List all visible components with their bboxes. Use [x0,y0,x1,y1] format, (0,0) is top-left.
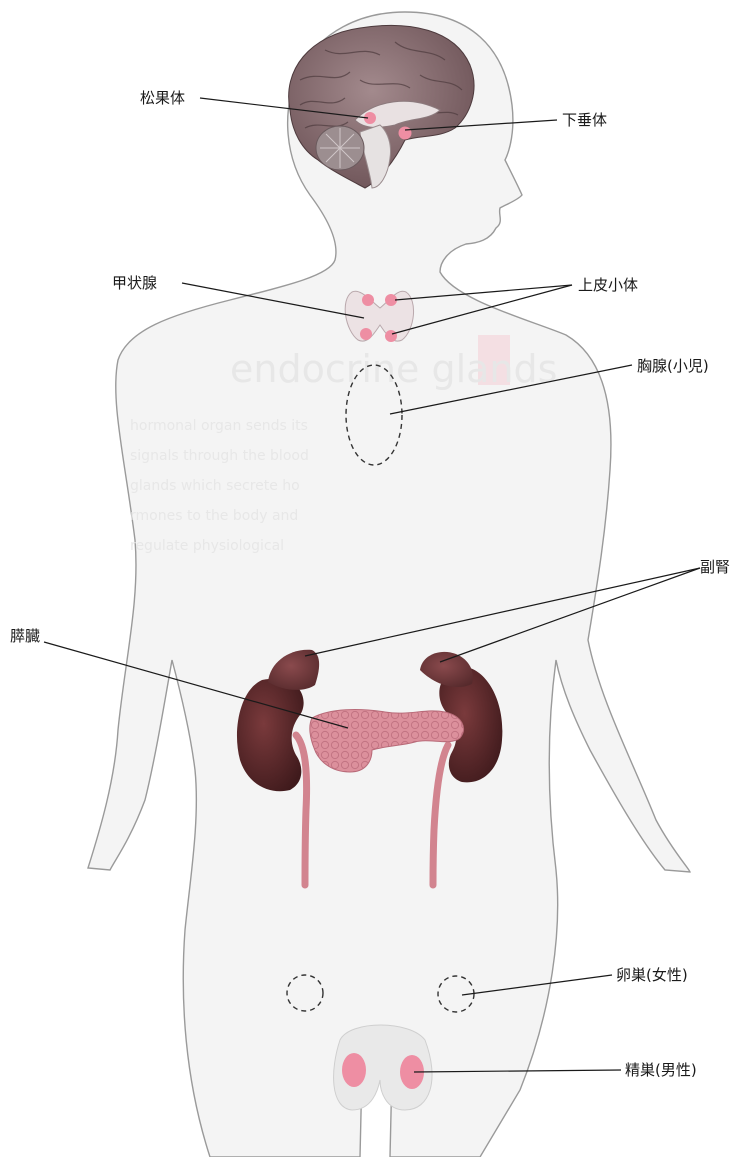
parathyroid-3 [360,328,372,340]
label-testis: 精巣(男性) [625,1061,697,1079]
label-pancreas: 膵臓 [10,627,40,645]
label-thymus: 胸腺(小児) [637,357,709,375]
label-pineal: 松果体 [140,89,185,107]
bg-line-5: regulate physiological [130,538,284,554]
bg-line-2: signals through the blood [130,448,309,464]
label-ovary: 卵巣(女性) [616,966,688,984]
parathyroid-4 [385,330,397,342]
bg-line-1: hormonal organ sends its [130,418,308,434]
bg-line-4: rmones to the body and [130,508,298,524]
label-parathyroid: 上皮小体 [578,276,638,294]
bg-line-3: glands which secrete ho [130,478,300,494]
label-thyroid: 甲状腺 [112,274,157,292]
label-adrenal: 副腎 [700,558,730,576]
pituitary-gland [399,127,412,140]
bg-heading: endocrine glands [230,347,557,391]
parathyroid-1 [362,294,374,306]
testis-left [342,1053,366,1087]
body-silhouette [88,12,690,1157]
label-pituitary: 下垂体 [562,111,607,129]
